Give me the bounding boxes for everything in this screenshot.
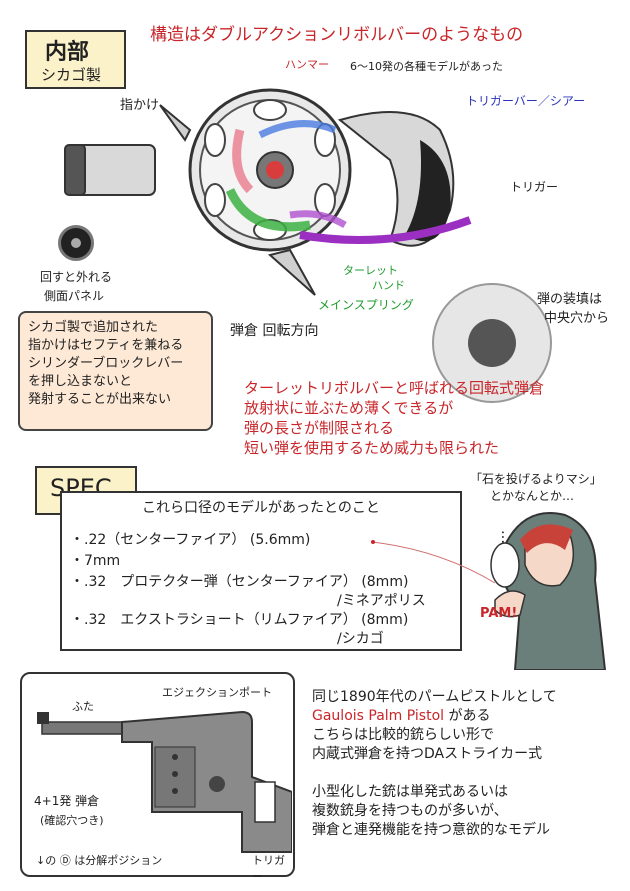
spec-item: ・.22（センターファイア） (5.6mm): [70, 532, 311, 548]
section-subtitle: シカゴ製: [41, 66, 102, 84]
spec-item: ・.32 エクストラショート（リムファイア） (8mm): [70, 612, 409, 628]
spec-item: /シカゴ: [337, 631, 384, 647]
gaulois-description: 同じ1890年代のパームピストルとして Gaulois Palm Pistol …: [312, 688, 624, 840]
note-line: シカゴ製で追加された: [28, 320, 159, 335]
label-turret-hand-2: ハンド: [372, 279, 405, 292]
label-finger-hook: 指かけ: [120, 98, 160, 113]
note-line: シリンダーブロックレバー: [28, 356, 184, 371]
turret-pistol-illustration: [64, 88, 472, 296]
label-rotation: 弾倉 回転方向: [230, 323, 319, 339]
label-side-panel-1: 回すと外れる: [40, 270, 113, 284]
label-ammo-1: 4+1発 弾倉: [34, 794, 100, 808]
side-panel-icon: [58, 225, 94, 261]
label-disassembly: ↓の Ⓓ は分解ポジション: [36, 854, 163, 867]
desc-line: 複数銃身を持つものが多いが、: [312, 803, 508, 819]
shot-line: [371, 540, 496, 584]
label-mainspring: メインスプリング: [318, 298, 414, 312]
turret-description: ターレットリボルバーと呼ばれる回転式弾倉 放射状に並ぶため薄くできるが 弾の長さ…: [244, 378, 544, 458]
desc-suffix: がある: [444, 708, 491, 724]
red-line: ターレットリボルバーと呼ばれる回転式弾倉: [244, 379, 545, 397]
cylinder-front-view: [432, 283, 552, 403]
label-loading-1: 弾の装填は: [537, 292, 603, 307]
red-line: 放射状に並ぶため薄くできるが: [244, 399, 454, 417]
red-line: 弾の長さが制限される: [244, 419, 395, 437]
note-line: を押し込まないと: [28, 374, 133, 389]
spec-item: ・.32 プロテクター弾（センターファイア） (8mm): [70, 574, 409, 590]
note-line: 発射することが出来ない: [28, 392, 172, 407]
character-illustration: [490, 512, 607, 670]
desc-line: こちらは比較的銃らしい形で: [312, 727, 494, 743]
label-ejection: エジェクションポート: [162, 686, 272, 699]
section-title: 内部: [45, 40, 90, 65]
label-trigger-bottom: トリガー: [252, 854, 285, 883]
gaulois-pistol-illustration: [37, 710, 292, 853]
label-trigger-bar: トリガーバー／シアー: [466, 94, 586, 108]
label-side-panel-2: 側面パネル: [44, 289, 105, 303]
label-lid: ふた: [72, 700, 94, 713]
desc-line: 同じ1890年代のパームピストルとして: [312, 689, 557, 705]
pam-sound: PAM!: [480, 606, 518, 621]
gaulois-name: Gaulois Palm Pistol: [312, 708, 445, 724]
desc-line: 小型化した銃は単発式あるいは: [312, 784, 508, 800]
red-line: 短い弾を使用するため威力も限られた: [244, 439, 500, 457]
label-trigger: トリガー: [510, 180, 559, 194]
desc-line: 弾倉と連発機能を持つ意欲的なモデル: [312, 822, 550, 838]
speech-line-1: 「石を投げるよりマシ」: [470, 472, 602, 486]
spec-item: /ミネアポリス: [337, 593, 426, 609]
spec-box: これら口径のモデルがあったとのこと ・.22（センターファイア） (5.6mm)…: [60, 491, 462, 651]
section-title-box: 内部 シカゴ製: [25, 30, 126, 89]
desc-line: Gaulois Palm Pistol がある: [312, 707, 624, 726]
desc-line: 内蔵式弾倉を持つDAストライカー式: [312, 746, 543, 762]
speech-line-2: とかなんとか…: [490, 489, 575, 503]
spec-item: ・7mm: [70, 553, 121, 569]
label-turret-hand-1: ターレット: [343, 264, 398, 277]
note-line: 指かけはセフティを兼ねる: [28, 338, 184, 353]
label-ammo-2: (確認穴つき): [40, 814, 104, 827]
thought-bubble: …: [498, 530, 514, 544]
label-models: 6〜10発の各種モデルがあった: [350, 60, 503, 73]
label-hammer: ハンマー: [285, 58, 329, 71]
gaulois-box: エジェクションポート ふた 4+1発 弾倉 (確認穴つき) ↓の Ⓓ は分解ポジ…: [20, 672, 295, 883]
label-loading-2: 中央穴から: [544, 311, 610, 326]
headline: 構造はダブルアクションリボルバーのようなもの: [150, 25, 524, 45]
spec-intro: これら口径のモデルがあったとのこと: [142, 500, 380, 516]
note-box: シカゴ製で追加された 指かけはセフティを兼ねる シリンダーブロックレバー を押し…: [18, 311, 213, 431]
